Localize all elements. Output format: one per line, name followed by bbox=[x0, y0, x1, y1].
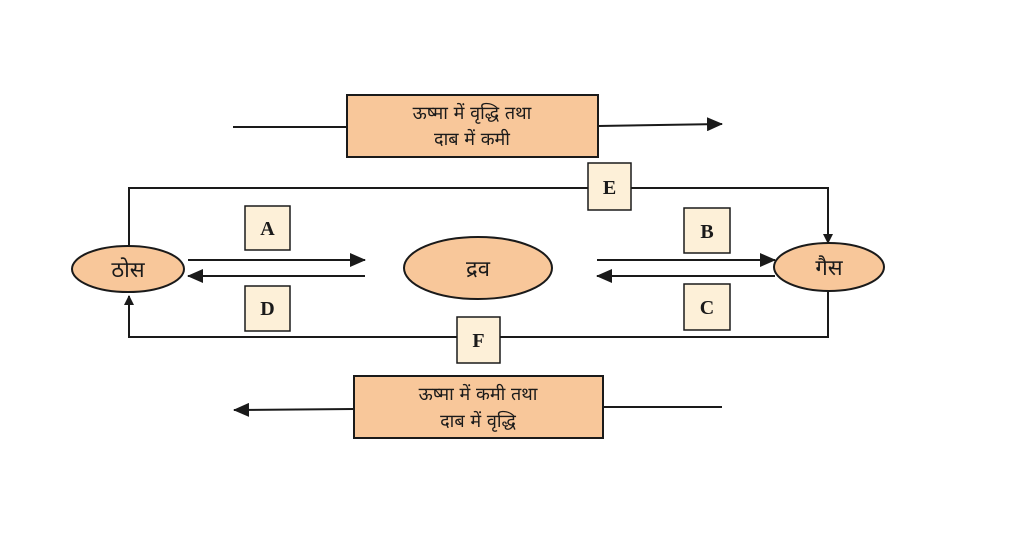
label-box-c bbox=[683, 283, 731, 331]
label-box-d bbox=[244, 285, 291, 332]
solid-node bbox=[71, 245, 185, 293]
top-banner-arrow bbox=[597, 117, 723, 132]
liquid-label: द्रव bbox=[466, 257, 491, 282]
label-d: D bbox=[260, 298, 274, 320]
gas-label: गैस bbox=[815, 255, 843, 281]
top-banner-line1: ऊष्मा में वृद्धि तथा bbox=[413, 102, 532, 124]
label-box-a bbox=[244, 205, 291, 251]
label-box-b bbox=[683, 207, 731, 254]
solid-label: ठोस bbox=[111, 257, 145, 283]
label-e: E bbox=[603, 177, 616, 199]
top-banner-line2: दाब में कमी bbox=[434, 128, 510, 150]
label-box-f bbox=[456, 316, 501, 364]
label-box-e bbox=[587, 162, 632, 211]
label-b: B bbox=[700, 221, 713, 243]
bottom-banner-box bbox=[353, 375, 604, 439]
label-f: F bbox=[472, 330, 484, 352]
top-banner-box bbox=[346, 94, 599, 158]
bottom-banner-line2: दाब में वृद्धि bbox=[440, 410, 516, 432]
label-a: A bbox=[260, 218, 275, 240]
gas-node bbox=[773, 242, 885, 292]
bottom-banner-line1: ऊष्मा में कमी तथा bbox=[419, 383, 538, 405]
path-e-connector bbox=[128, 187, 833, 252]
label-c: C bbox=[700, 297, 714, 319]
bottom-banner-arrow bbox=[233, 402, 355, 417]
liquid-node bbox=[403, 236, 553, 300]
